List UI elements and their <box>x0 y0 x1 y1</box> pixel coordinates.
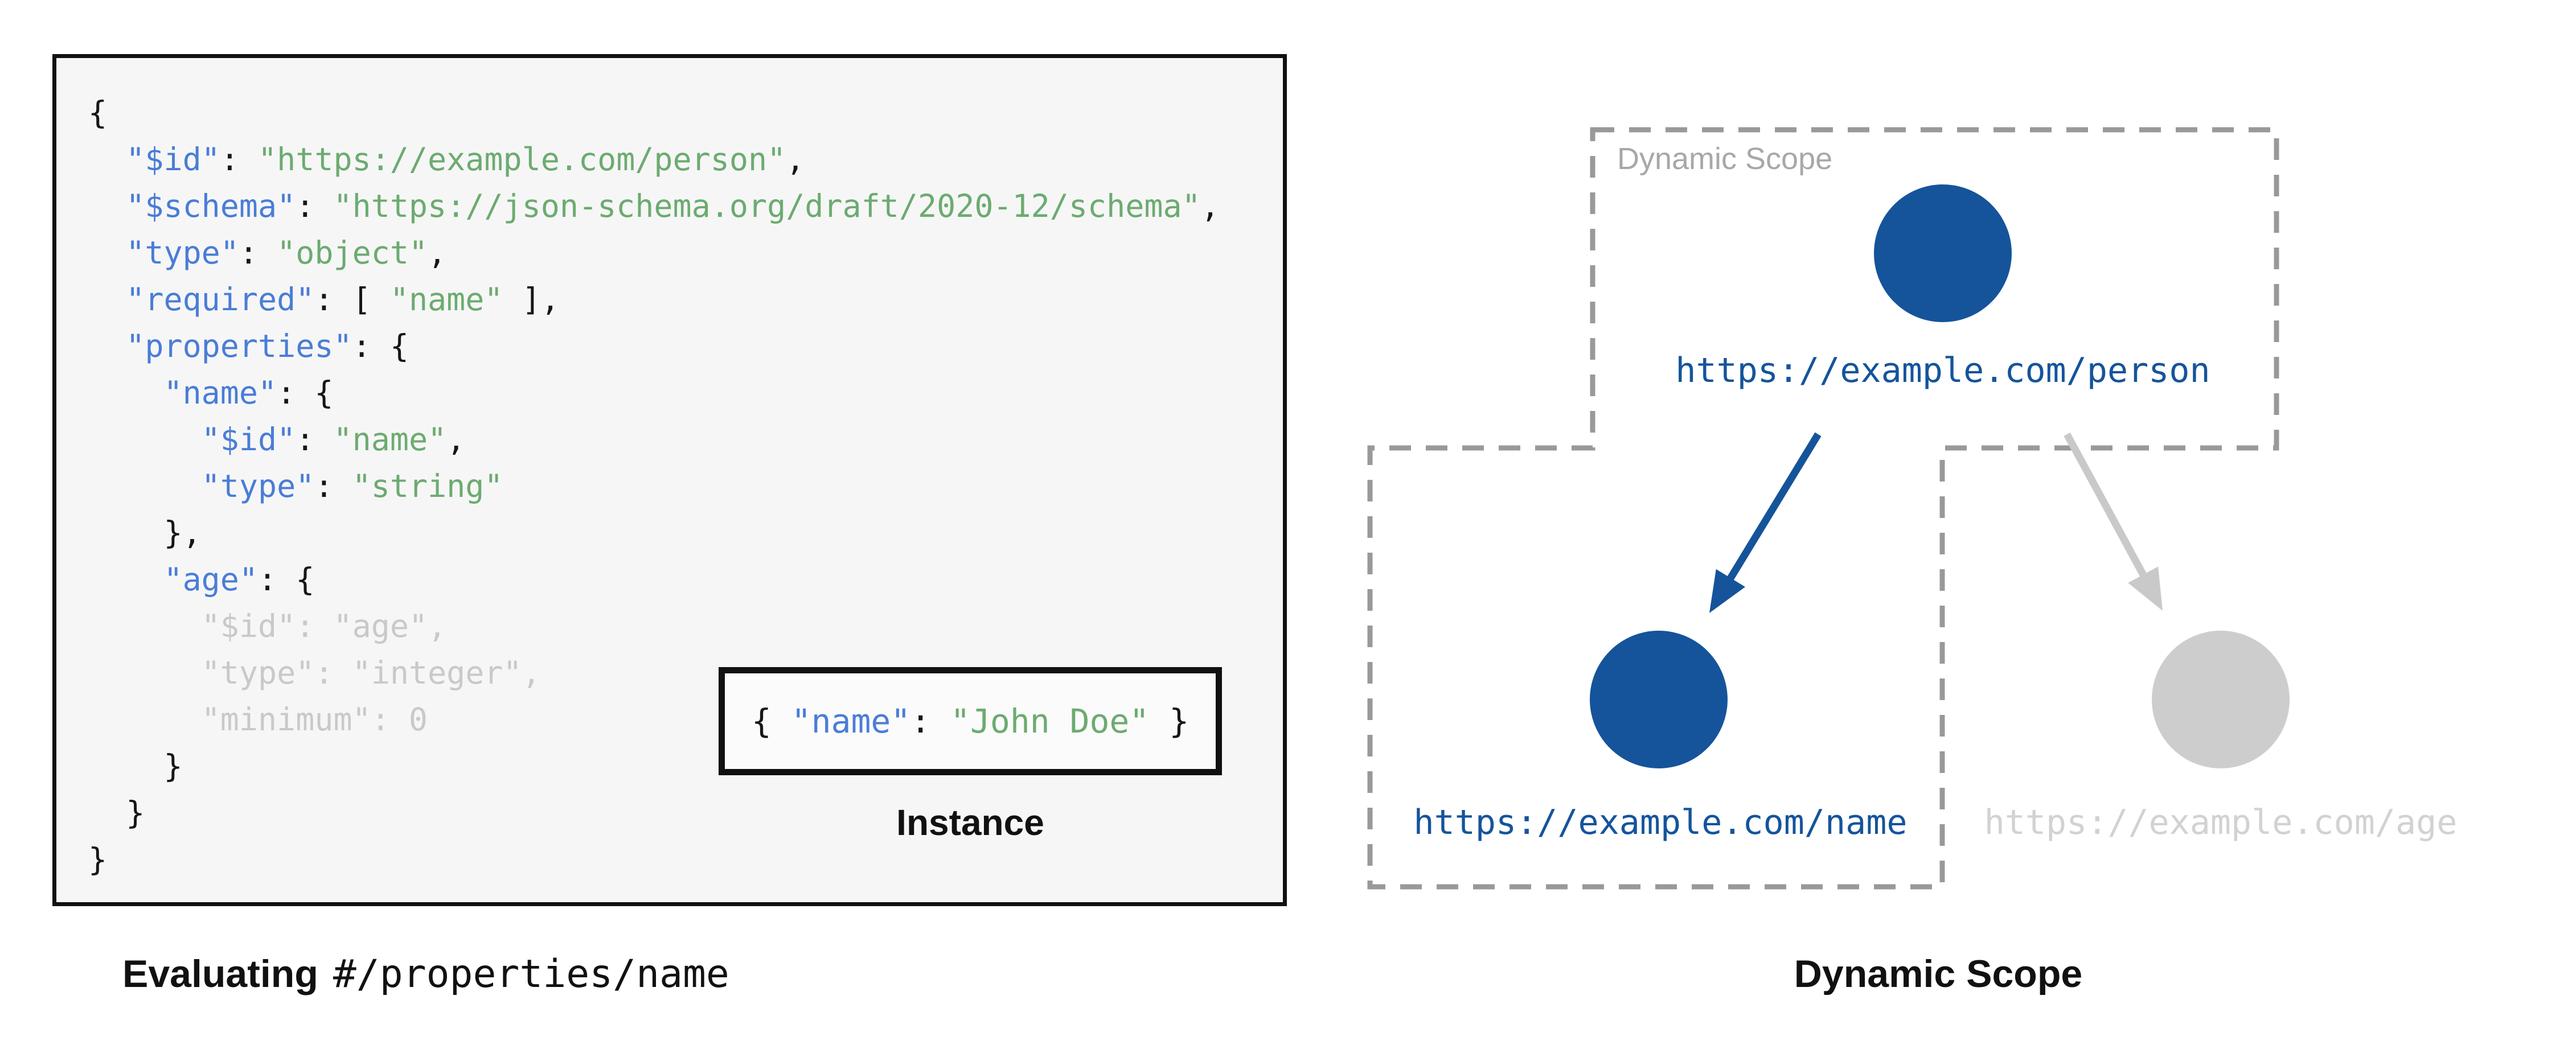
dynamic-scope-region-label: Dynamic Scope <box>1617 142 1833 176</box>
code-line: } <box>88 748 183 784</box>
code-line: "$id": "https://example.com/person", <box>126 141 805 178</box>
code-line: "properties": { <box>126 328 409 364</box>
instance-code: { "name": "John Doe" } <box>751 702 1189 741</box>
dynamic-scope-caption: Dynamic Scope <box>1794 952 2082 996</box>
code-line: }, <box>88 515 202 551</box>
dynamic-scope-outline <box>1367 127 2279 890</box>
arrowhead-icon <box>1709 569 1745 613</box>
code-line: "$id": "name", <box>201 421 466 458</box>
code-line: "required": [ "name" ], <box>126 281 560 318</box>
code-lines: { "$id": "https://example.com/person", "… <box>88 89 1220 883</box>
person-schema-node <box>1874 184 2012 322</box>
instance-label: Instance <box>896 802 1044 843</box>
code-line: "minimum": 0 <box>201 701 428 738</box>
name-schema-node <box>1590 631 1728 768</box>
instance-box: { "name": "John Doe" } <box>719 667 1222 775</box>
arrowhead-icon <box>2128 566 2163 611</box>
code-line: } <box>88 841 108 878</box>
evaluating-caption: Evaluating #/properties/name <box>122 952 729 997</box>
person-schema-url: https://example.com/person <box>1675 351 2210 390</box>
code-line: "$id": "age", <box>201 608 447 644</box>
evaluating-caption-bold: Evaluating <box>122 952 318 996</box>
schema-code-panel: { "$id": "https://example.com/person", "… <box>52 54 1287 906</box>
code-line: "type": "string" <box>201 468 503 504</box>
code-line: "age": { <box>163 561 315 598</box>
age-schema-node <box>2152 631 2290 768</box>
code-line: "$schema": "https://json-schema.org/draf… <box>126 188 1220 224</box>
age-schema-url: https://example.com/age <box>1984 803 2458 842</box>
code-line: "name": { <box>163 375 334 411</box>
code-line: } <box>88 795 145 831</box>
code-line: { <box>88 94 108 131</box>
name-schema-url: https://example.com/name <box>1413 803 1908 842</box>
person-to-name-arrow <box>1709 432 1822 613</box>
dynamic-scope-caption-text: Dynamic Scope <box>1794 952 2083 996</box>
code-line: "type": "object", <box>126 235 447 271</box>
person-to-age-arrow <box>2064 432 2163 611</box>
code-line: "type": "integer", <box>201 655 541 691</box>
evaluating-caption-pointer: #/properties/name <box>333 952 729 997</box>
